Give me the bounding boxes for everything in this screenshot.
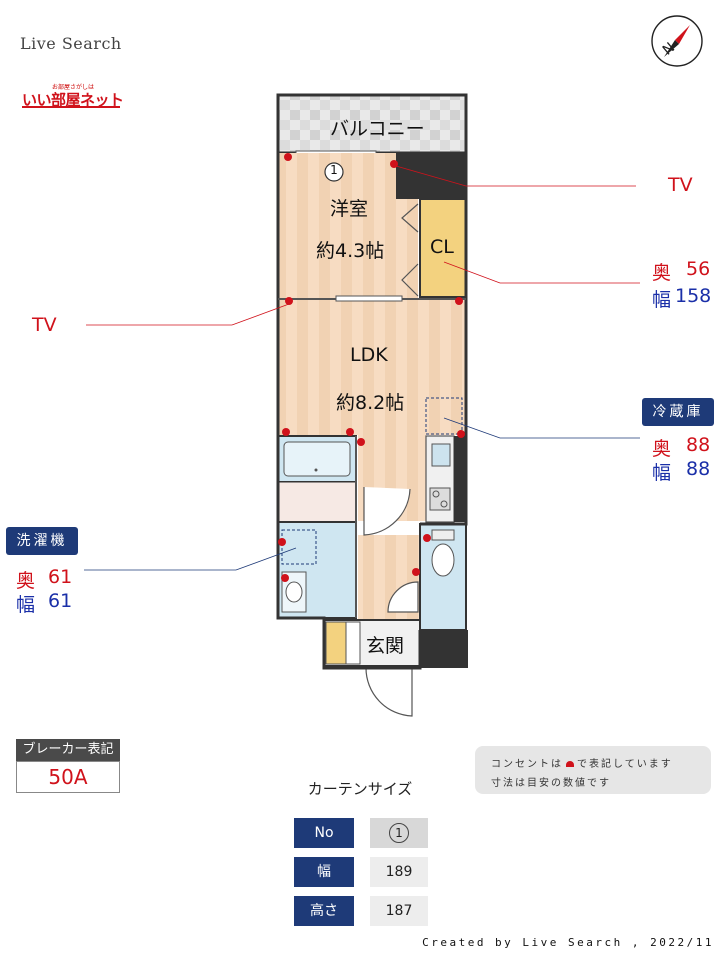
closet-area bbox=[419, 198, 467, 298]
outlet-markers bbox=[278, 153, 465, 582]
fridge-width-label: 幅 bbox=[652, 462, 672, 484]
closet-label: CL bbox=[430, 236, 454, 258]
cl-width-label: 幅 bbox=[652, 289, 672, 311]
fridge-width-value: 88 bbox=[686, 458, 711, 480]
breaker-label: ブレーカー表記 bbox=[16, 739, 120, 761]
logo-small-text: お部屋さがしは bbox=[52, 84, 95, 91]
note-line1-suffix: で表記しています bbox=[577, 759, 673, 770]
ldk-label: LDK bbox=[350, 344, 388, 366]
ldk-size: 約8.2帖 bbox=[336, 392, 405, 414]
tv-left-label: TV bbox=[32, 314, 57, 336]
note-box: コンセントは で表記しています 寸法は目安の数値です bbox=[475, 746, 711, 794]
washer-width-value: 61 bbox=[48, 590, 73, 612]
breaker-value: 50A bbox=[16, 761, 120, 793]
cl-depth-value: 56 bbox=[686, 258, 711, 280]
washer-width-label: 幅 bbox=[16, 594, 36, 616]
washer-depth-value: 61 bbox=[48, 566, 73, 588]
fridge-space bbox=[425, 397, 463, 435]
tv-top-line bbox=[395, 165, 467, 187]
western-room-label: 洋室 bbox=[330, 198, 369, 220]
curtain-cell-no: 1 bbox=[370, 818, 428, 848]
curtain-marker-circle bbox=[324, 162, 344, 182]
note-line2: 寸法は目安の数値です bbox=[491, 778, 611, 789]
logo-main-text: いい部屋ネット bbox=[22, 91, 124, 109]
cl-width-value: 158 bbox=[675, 285, 712, 307]
curtain-header-width: 幅 bbox=[294, 857, 354, 887]
curtain-cell-height: 187 bbox=[370, 896, 428, 926]
entry-door bbox=[365, 667, 413, 717]
fridge-depth-value: 88 bbox=[686, 434, 711, 456]
curtain-header-no: No bbox=[294, 818, 354, 848]
outlet-legend-icon bbox=[566, 761, 574, 767]
toilet-door bbox=[387, 581, 419, 613]
fridge-line bbox=[443, 417, 501, 439]
washer-tag: 洗濯機 bbox=[6, 527, 78, 555]
ldk-room bbox=[278, 299, 466, 435]
curtain-header-height: 高さ bbox=[294, 896, 354, 926]
note-line1-prefix: コンセントは bbox=[491, 759, 563, 770]
balcony-label: バルコニー bbox=[330, 118, 425, 140]
brand-title: Live Search bbox=[20, 34, 122, 53]
entrance-label: 玄関 bbox=[366, 635, 405, 657]
curtain-cell-width: 189 bbox=[370, 857, 428, 887]
tv-top-label: TV bbox=[668, 174, 693, 196]
cl-line bbox=[443, 261, 501, 284]
fridge-tag: 冷蔵庫 bbox=[642, 398, 714, 426]
cl-depth-label: 奥 bbox=[652, 262, 672, 284]
ii-heya-net-logo: お部屋さがしは いい部屋ネット bbox=[22, 82, 124, 110]
curtain-no-value: 1 bbox=[389, 823, 409, 843]
western-room-size: 約4.3帖 bbox=[316, 240, 385, 262]
footer-credit: Created by Live Search , 2022/11 bbox=[422, 936, 714, 949]
curtain-marker-number: 1 bbox=[330, 163, 338, 177]
washer-depth-label: 奥 bbox=[16, 570, 36, 592]
fridge-depth-label: 奥 bbox=[652, 438, 672, 460]
ldk-door bbox=[363, 487, 411, 536]
compass-icon: N bbox=[651, 15, 703, 67]
curtain-title: カーテンサイズ bbox=[307, 780, 413, 798]
logo-underline bbox=[22, 106, 120, 108]
